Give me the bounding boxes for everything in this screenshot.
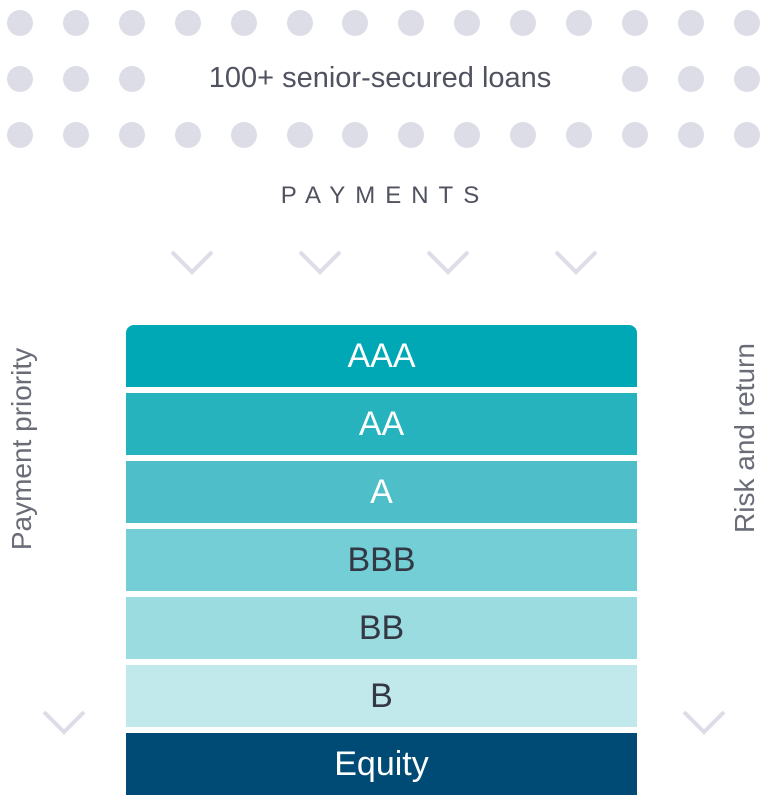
loan-dot (119, 122, 145, 148)
loan-dot (7, 122, 33, 148)
tranche-aaa: AAA (126, 325, 637, 387)
payments-label: PAYMENTS (280, 182, 490, 209)
payment-arrow-3 (426, 238, 470, 275)
loan-dot (566, 122, 592, 148)
tranche-aa: AA (126, 393, 637, 455)
loan-dot (63, 10, 89, 36)
loan-dot (734, 10, 760, 36)
tranche-label: A (370, 472, 393, 511)
payment-priority-label: Payment priority (6, 347, 37, 551)
loan-dot (287, 122, 313, 148)
tranche-a: A (126, 461, 637, 523)
tranche-stack: AAA AA A BBB BB B Equity (126, 325, 637, 795)
tranche-label: B (370, 676, 393, 715)
tranche-label: AAA (347, 336, 416, 375)
tranche-label: AA (358, 404, 405, 443)
loan-dot (175, 10, 201, 36)
risk-return-arrow (682, 182, 726, 735)
tranche-label: BBB (347, 540, 416, 579)
loan-dot (398, 122, 424, 148)
loan-dot (510, 122, 536, 148)
tranche-equity: Equity (126, 733, 637, 795)
risk-and-return-label: Risk and return (729, 343, 760, 533)
loans-label: 100+ senior-secured loans (150, 58, 610, 98)
loan-dot (63, 122, 89, 148)
loan-dot (342, 10, 368, 36)
tranche-bb: BB (126, 597, 637, 659)
loan-dot (566, 10, 592, 36)
tranche-b: B (126, 665, 637, 727)
loan-dot (398, 10, 424, 36)
loan-dot (231, 122, 257, 148)
payment-priority-arrow (42, 182, 86, 735)
loan-dot (622, 122, 648, 148)
loan-dot (678, 122, 704, 148)
loan-dot (734, 122, 760, 148)
loan-dot (678, 10, 704, 36)
tranche-label: BB (358, 608, 405, 647)
loan-dot (622, 10, 648, 36)
loan-dot (622, 66, 648, 92)
loan-dot (119, 66, 145, 92)
loan-dot (454, 122, 480, 148)
loan-dot (231, 10, 257, 36)
loan-dot (734, 66, 760, 92)
loan-dot (119, 10, 145, 36)
payment-arrow-2 (298, 238, 342, 275)
tranche-bbb: BBB (126, 529, 637, 591)
loan-dot (342, 122, 368, 148)
loan-dot (678, 66, 704, 92)
tranche-label: Equity (334, 744, 429, 783)
loan-dot (63, 66, 89, 92)
payment-arrow-4 (554, 176, 598, 275)
loan-dot (454, 10, 480, 36)
loan-dot (287, 10, 313, 36)
loan-dot (7, 10, 33, 36)
loan-dot (7, 66, 33, 92)
payment-arrow-1 (170, 176, 214, 275)
loan-dot (510, 10, 536, 36)
loan-dot (175, 122, 201, 148)
